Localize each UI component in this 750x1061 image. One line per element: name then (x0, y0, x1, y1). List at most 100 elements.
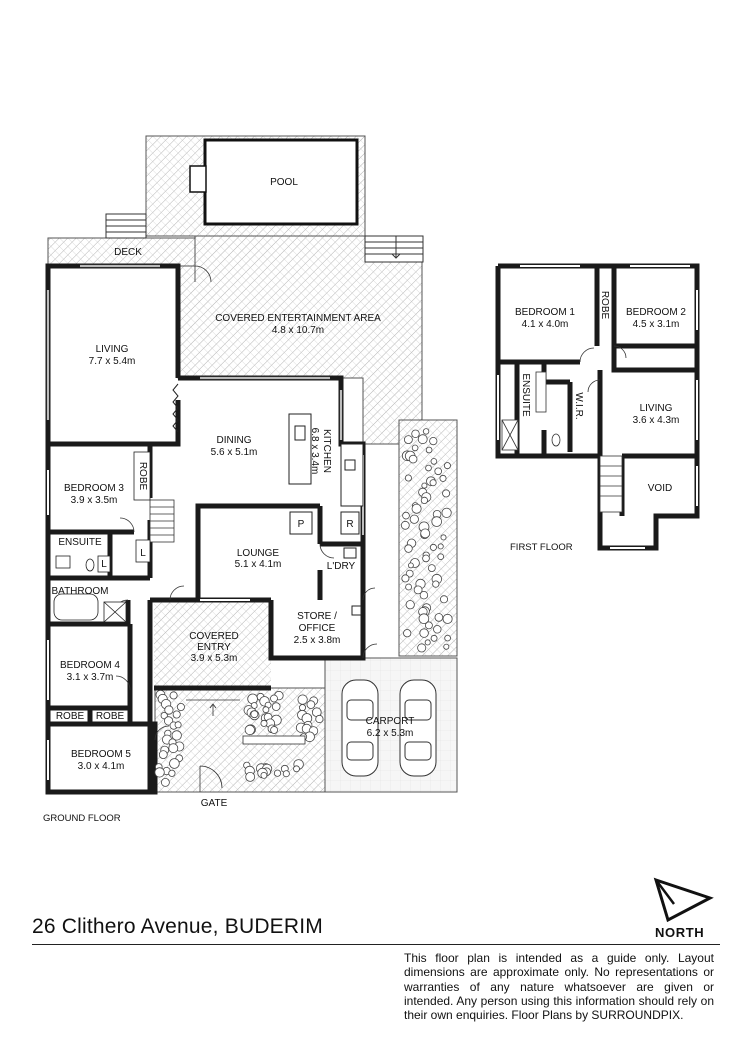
shrub-icon (441, 507, 452, 518)
shrub-icon (293, 765, 300, 773)
property-address: 26 Clithero Avenue, BUDERIM (32, 915, 323, 938)
first-floor-label: FIRST FLOOR (510, 542, 573, 553)
shrub-icon (260, 719, 268, 727)
shrub-icon (315, 714, 324, 724)
bedroom5-label: BEDROOM 5 (71, 749, 131, 760)
shrub-icon (420, 496, 428, 504)
garden-shrubs (154, 428, 453, 787)
shrub-icon (434, 613, 444, 622)
shrub-icon (403, 629, 412, 638)
room-labels: POOL DECK COVERED ENTERTAINMENT AREA 4.8… (43, 177, 686, 824)
dining-size: 5.6 x 5.1m (211, 447, 258, 458)
shrub-icon (244, 724, 255, 736)
shrub-icon (409, 514, 419, 524)
kitchen-label: KITCHEN (321, 429, 332, 473)
shrub-icon (439, 595, 448, 604)
pool-step (189, 165, 207, 193)
store-label: STORE / (297, 611, 337, 622)
shrub-icon (430, 458, 438, 465)
bathtub-icon (53, 593, 99, 621)
kitchen-island (288, 413, 312, 485)
shrub-icon (443, 462, 451, 470)
kitchen-size: 6.8 x 3.4m (309, 428, 320, 475)
shrub-icon (174, 721, 182, 729)
entry-details (186, 699, 306, 745)
bedroom2-label: BEDROOM 2 (626, 307, 686, 318)
bedroom4-label: BEDROOM 4 (60, 660, 120, 671)
shrub-icon (443, 643, 450, 650)
shrub-icon (425, 446, 433, 454)
linen-box-2 (135, 539, 151, 563)
shrub-icon (168, 769, 176, 777)
covered-entry-label-2: ENTRY (197, 642, 231, 653)
shrub-icon (411, 444, 419, 452)
shrub-icon (431, 516, 443, 527)
shrub-icon (407, 562, 414, 569)
shrub-icon (404, 474, 412, 482)
divider-line (32, 944, 720, 945)
shrub-icon (427, 564, 436, 572)
linen-box-1 (97, 555, 111, 573)
pool-label: POOL (270, 177, 298, 188)
first-floor-fittings (501, 345, 627, 513)
ff-robe-label: ROBE (599, 291, 610, 320)
pool (203, 138, 359, 226)
vanity-icon (55, 555, 71, 569)
shrub-icon (169, 758, 180, 769)
shrub-icon (262, 706, 270, 714)
covered-entry-label: COVERED (189, 631, 238, 642)
lounge-label: LOUNGE (237, 548, 280, 559)
shrub-icon (245, 772, 256, 782)
kitchen-bench (340, 443, 364, 507)
deck-label: DECK (114, 247, 142, 258)
pantry-label: P (298, 519, 305, 530)
gate-label: GATE (201, 798, 228, 809)
shrub-icon (298, 704, 306, 712)
shrub-icon (405, 583, 413, 591)
shrub-icon (247, 693, 258, 705)
shrub-icon (306, 700, 316, 709)
covered-entry-size: 3.9 x 5.3m (191, 653, 238, 664)
shrub-icon (429, 436, 438, 446)
linen2-label: L (140, 548, 146, 559)
kitchen-fittings (288, 413, 364, 616)
shrub-icon (440, 534, 447, 541)
shrub-icon (432, 580, 440, 588)
first-floor-walls (495, 263, 700, 551)
shrub-icon (408, 454, 418, 464)
fridge-nook (363, 444, 399, 544)
robe4a-label: ROBE (56, 711, 85, 722)
shrub-icon (429, 479, 437, 487)
shrub-icon (422, 428, 430, 435)
shrub-icon (171, 730, 182, 741)
entertainment-label: COVERED ENTERTAINMENT AREA (215, 313, 381, 324)
shrub-icon (433, 625, 442, 634)
shrub-icon (164, 705, 174, 715)
laundry-tub (343, 547, 357, 559)
shrub-icon (270, 726, 279, 734)
shrub-icon (411, 503, 422, 514)
ensuite-label: ENSUITE (58, 537, 102, 548)
shrub-icon (439, 474, 447, 482)
shrub-icon (271, 702, 281, 711)
shrub-icon (402, 511, 410, 520)
shrub-icon (437, 553, 445, 560)
ff-living-label: LIVING (640, 403, 673, 414)
shrub-icon (419, 591, 429, 600)
shrub-icon (260, 772, 268, 779)
ff-vanity-icon (535, 371, 547, 413)
bathroom-fittings (53, 451, 151, 623)
shrub-icon (273, 769, 282, 777)
toilet-icon (85, 558, 95, 572)
north-label: NORTH (655, 925, 705, 940)
dining-label: DINING (217, 435, 252, 446)
shrub-icon (160, 711, 168, 720)
shrub-icon (442, 613, 453, 624)
entertainment-area (177, 235, 423, 445)
shrub-icon (401, 574, 410, 583)
carport-label: CARPORT (366, 716, 415, 727)
shrub-icon (168, 743, 179, 754)
store-size: 2.5 x 3.8m (294, 635, 341, 646)
lounge-size: 5.1 x 4.1m (235, 559, 282, 570)
